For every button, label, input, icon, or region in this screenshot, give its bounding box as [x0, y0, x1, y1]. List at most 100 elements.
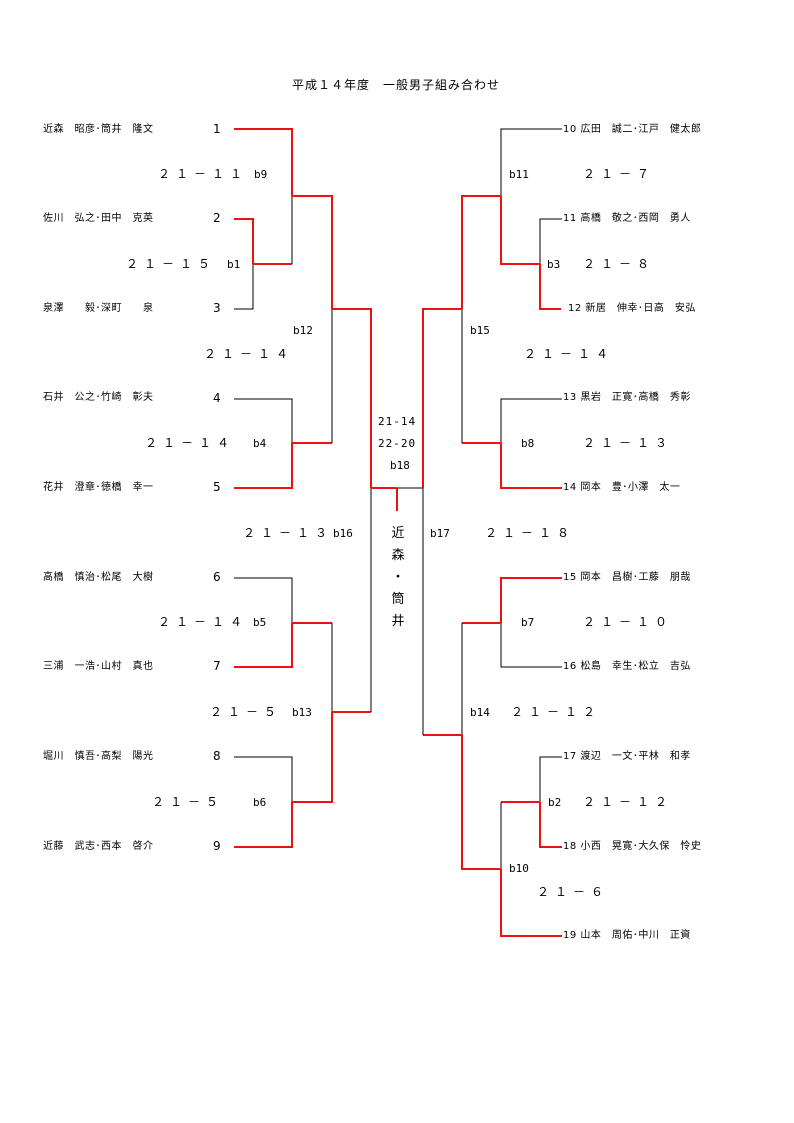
line-p18	[539, 802, 562, 848]
match-id-b12: b12	[293, 324, 313, 337]
line-p4	[234, 398, 293, 443]
player-name-10: 広田 誠二･江戸 健太郎	[580, 124, 702, 135]
line-b15-out	[422, 308, 462, 488]
player-name-2: 佐川 弘之･田中 克英	[43, 213, 154, 224]
player-name-13: 黒岩 正寛･高橋 秀彰	[580, 392, 691, 403]
page-title: 平成１４年度 一般男子組み合わせ	[292, 78, 501, 92]
player-name-17: 渡辺 一文･平林 和孝	[580, 751, 691, 762]
line-p19	[500, 869, 562, 937]
player-entry-10: 10 広田 誠二･江戸 健太郎	[563, 124, 701, 136]
match-id-b3: b3	[547, 258, 561, 271]
match-id-b1: b1	[227, 258, 241, 271]
match-score-b17: ２１－１８	[485, 526, 576, 540]
match-score-b13: ２１－５	[210, 705, 283, 719]
player-seed-1: 1	[213, 122, 221, 136]
line-b3-out	[500, 196, 540, 265]
match-score-b6: ２１－５	[152, 795, 225, 809]
player-seed-14: 14	[563, 482, 577, 493]
line-p12	[539, 264, 561, 310]
player-entry-18: 18 小西 晃寛･大久保 怜史	[563, 841, 701, 853]
match-id-b8: b8	[521, 437, 535, 450]
player-seed-6: 6	[213, 570, 221, 584]
player-seed-12: 12	[568, 303, 582, 314]
match-score-b4: ２１－１４	[145, 436, 236, 450]
line-b1-p3	[234, 264, 254, 310]
champion-char: 森	[391, 548, 405, 563]
champion-char: 井	[391, 614, 405, 629]
match-id-b5: b5	[253, 616, 267, 629]
player-seed-8: 8	[213, 749, 221, 763]
line-b11-out	[461, 195, 501, 309]
match-id-b17: b17	[430, 527, 450, 540]
player-name-1: 近森 昭彦･筒井 隆文	[43, 124, 154, 135]
match-id-b16: b16	[333, 527, 353, 540]
match-id-b2: b2	[548, 796, 562, 809]
champion-char: 筒	[391, 592, 405, 607]
player-seed-9: 9	[213, 839, 221, 853]
match-id-b18: b18	[390, 459, 410, 472]
match-id-b6: b6	[253, 796, 267, 809]
line-p8	[234, 756, 293, 802]
player-seed-4: 4	[213, 391, 221, 405]
final-score-game-1: 21-14	[378, 415, 417, 428]
match-score-b16: ２１－１３	[243, 526, 334, 540]
line-p17	[539, 756, 562, 802]
match-id-b4: b4	[253, 437, 267, 450]
match-score-b15: ２１－１４	[524, 347, 615, 361]
champion-char: 近	[391, 526, 405, 541]
player-name-8: 堀川 慎吾･高梨 陽光	[43, 751, 154, 762]
player-seed-7: 7	[213, 659, 221, 673]
match-score-b9: ２１－１１	[158, 167, 249, 181]
player-name-9: 近藤 武志･西本 啓介	[43, 841, 154, 852]
player-entry-14: 14 岡本 豊･小澤 太一	[563, 482, 680, 494]
player-name-11: 高橋 敬之･西岡 勇人	[580, 213, 691, 224]
player-entry-16: 16 松島 幸生･松立 吉弘	[563, 661, 691, 673]
player-seed-3: 3	[213, 301, 221, 315]
player-name-16: 松島 幸生･松立 吉弘	[580, 661, 691, 672]
player-entry-17: 17 渡辺 一文･平林 和孝	[563, 751, 691, 763]
match-score-b8: ２１－１３	[583, 436, 674, 450]
player-seed-11: 11	[563, 213, 577, 224]
player-entry-19: 19 山本 周佑･中川 正資	[563, 930, 691, 942]
player-seed-2: 2	[213, 211, 221, 225]
match-id-b9: b9	[254, 168, 268, 181]
line-p11	[539, 218, 562, 264]
champion-name-vertical: 近 森 ・ 筒 井	[388, 523, 408, 633]
player-seed-18: 18	[563, 841, 577, 852]
line-p16	[500, 623, 562, 668]
line-b1-p2	[234, 218, 254, 264]
match-id-b14: b14	[470, 706, 490, 719]
player-entry-13: 13 黒岩 正寛･高橋 秀彰	[563, 392, 691, 404]
player-seed-15: 15	[563, 572, 577, 583]
match-score-b14: ２１－１２	[511, 705, 602, 719]
player-seed-13: 13	[563, 392, 577, 403]
line-p13	[500, 398, 562, 443]
match-score-b1: ２１－１５	[126, 257, 217, 271]
player-name-3: 泉澤 毅･深町 泉	[43, 303, 154, 314]
player-seed-17: 17	[563, 751, 577, 762]
match-score-b5: ２１－１４	[158, 615, 249, 629]
line-p5	[234, 443, 293, 489]
player-name-5: 花井 澄章･徳橋 幸一	[43, 482, 154, 493]
match-id-b7: b7	[521, 616, 535, 629]
match-score-b10: ２１－６	[537, 885, 610, 899]
player-seed-16: 16	[563, 661, 577, 672]
match-id-b11: b11	[509, 168, 529, 181]
player-entry-11: 11 高橋 敬之･西岡 勇人	[563, 213, 691, 225]
match-id-b15: b15	[470, 324, 490, 337]
player-seed-10: 10	[563, 124, 577, 135]
player-seed-19: 19	[563, 930, 577, 941]
player-entry-15: 15 岡本 昌樹･工藤 朋哉	[563, 572, 691, 584]
player-entry-12: 12 新居 伸幸･日高 安弘	[568, 303, 696, 315]
final-score-game-2: 22-20	[378, 437, 417, 450]
line-b10-out	[461, 735, 501, 870]
line-b9-out	[292, 195, 333, 309]
line-p7	[234, 623, 293, 668]
player-name-14: 岡本 豊･小澤 太一	[580, 482, 681, 493]
line-p1	[234, 128, 293, 196]
line-p10	[500, 128, 562, 196]
player-name-7: 三浦 一浩･山村 真也	[43, 661, 154, 672]
match-score-b7: ２１－１０	[583, 615, 674, 629]
match-id-b13: b13	[292, 706, 312, 719]
line-p14	[500, 443, 562, 489]
